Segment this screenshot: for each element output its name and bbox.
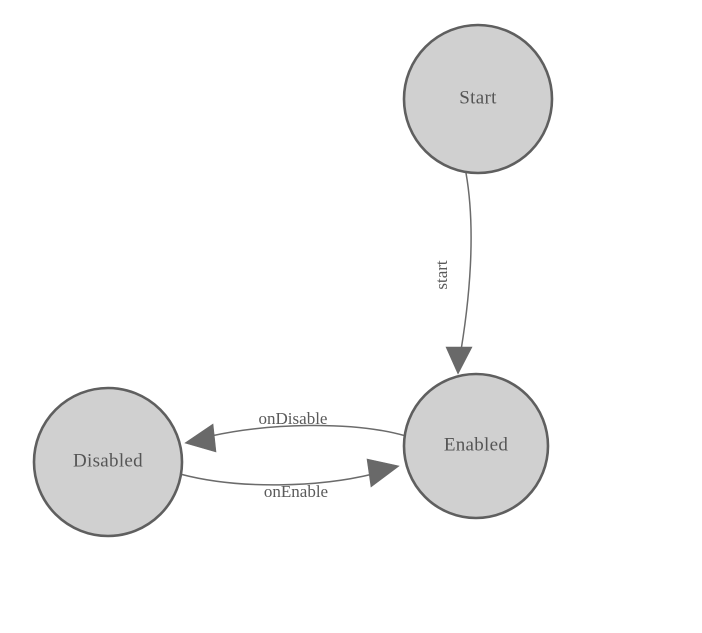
state-node-enabled-circle [402,372,550,520]
edge-disabled-to-enabled[interactable]: onEnable [179,458,400,501]
state-node-start-label: Start [459,87,497,108]
edge-enabled-to-disabled[interactable]: onDisable [184,409,407,453]
edge-label-start: start [432,260,451,290]
arrowhead-icon-enabled-to-disabled [184,423,217,453]
nodes-layer: Start Enabled Disabled [32,23,554,538]
state-node-enabled-label: Enabled [444,434,509,455]
state-node-disabled-label: Disabled [73,450,143,471]
state-node-disabled[interactable]: Disabled [32,386,184,538]
edge-path-start-to-enabled [458,172,472,363]
edges-layer: start onDisable onEnable [179,172,473,501]
state-node-start-circle [402,23,554,175]
state-node-start[interactable]: Start [402,23,554,175]
state-node-enabled[interactable]: Enabled [402,372,550,520]
arrowhead-icon-disabled-to-enabled [366,458,400,488]
edge-path-enabled-to-disabled [210,424,407,437]
edge-path-disabled-to-enabled [179,473,374,486]
state-node-disabled-circle [32,386,184,538]
edge-label-on-disable: onDisable [259,409,328,428]
edge-start-to-enabled[interactable]: start [432,172,473,375]
arrowhead-icon-start-to-enabled [445,346,473,375]
edge-label-on-enable: onEnable [264,482,328,501]
